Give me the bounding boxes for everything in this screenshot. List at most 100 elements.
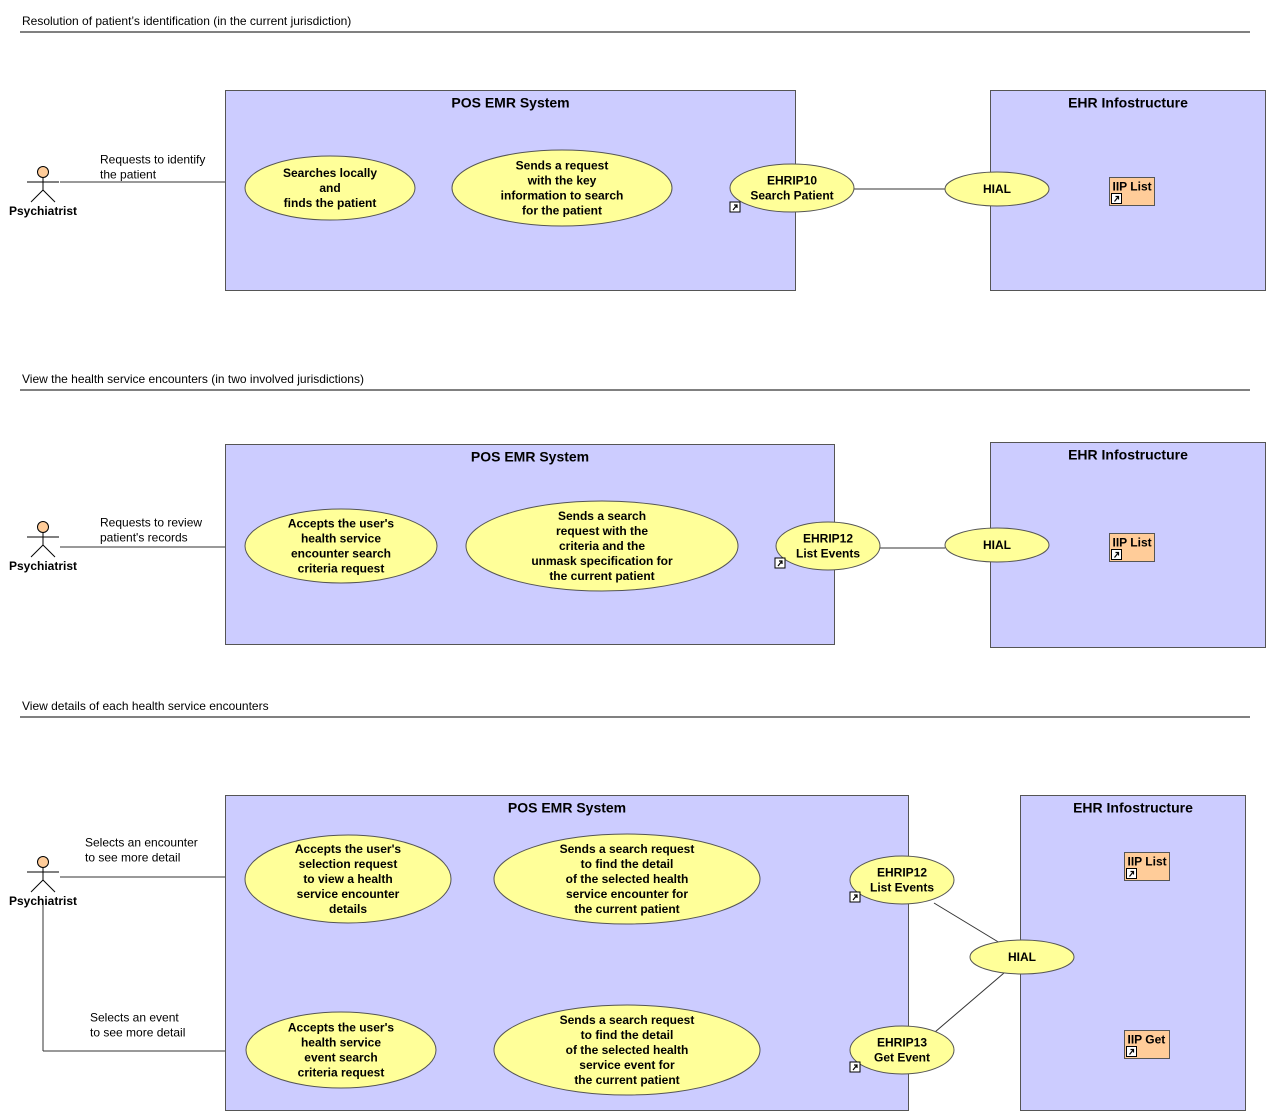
shortcut-arrow-icon [729, 201, 741, 213]
use-case-label: EHRIP12 [877, 866, 927, 880]
shortcut-arrow-icon [849, 891, 861, 903]
use-case-label: criteria request [298, 562, 385, 576]
use-case-label: health service [301, 532, 381, 546]
hial-node[interactable]: HIAL [944, 171, 1050, 207]
use-case-label: Search Patient [750, 189, 833, 203]
hial-node[interactable]: HIAL [944, 527, 1050, 563]
use-case-label: to find the detail [581, 1028, 674, 1042]
section-2-header: View the health service encounters (in t… [20, 372, 1250, 391]
iip-get-component[interactable]: IIP Get [1124, 1030, 1170, 1059]
actor-psychiatrist[interactable]: Psychiatrist [9, 856, 77, 909]
actor-psychiatrist[interactable]: Psychiatrist [9, 166, 77, 219]
iip-list-component[interactable]: IIP List [1109, 177, 1155, 206]
shortcut-arrow-icon [1111, 549, 1122, 560]
use-case-label: information to search [501, 189, 624, 203]
use-case-label: and [319, 181, 340, 195]
use-case-label: List Events [796, 547, 860, 561]
section-title: Resolution of patient’s identification (… [22, 14, 351, 28]
use-case-label: List Events [870, 881, 934, 895]
use-case-label: EHRIP10 [767, 174, 817, 188]
use-case-label: Searches locally [283, 166, 377, 180]
use-case-label: the current patient [549, 569, 654, 583]
use-case-label: HIAL [1008, 950, 1036, 964]
hial-node[interactable]: HIAL [969, 939, 1075, 975]
use-case-label: HIAL [983, 182, 1011, 196]
use-case-label: Sends a search request [560, 1013, 695, 1027]
system-title: EHR Infostructure [1068, 447, 1188, 463]
use-case-label: event search [304, 1051, 377, 1065]
use-case-label: HIAL [983, 538, 1011, 552]
use-case-label: encounter search [291, 547, 391, 561]
association-label: Requests to review [100, 516, 202, 530]
use-case-label: request with the [556, 524, 648, 538]
use-case-label: Sends a search [558, 509, 646, 523]
use-case-label: EHRIP12 [803, 532, 853, 546]
use-case-label: finds the patient [284, 196, 377, 210]
use-case-label: the current patient [574, 1073, 679, 1087]
use-case-label: health service [301, 1036, 381, 1050]
use-case-label: details [329, 902, 367, 916]
iip-list-component[interactable]: IIP List [1124, 852, 1170, 881]
association-label: to see more detail [90, 1026, 185, 1040]
use-case-label: Get Event [874, 1051, 930, 1065]
use-case-label: criteria and the [559, 539, 645, 553]
component-label: IIP List [1113, 536, 1152, 550]
association-label: to see more detail [85, 851, 180, 865]
use-case-label: with the key [527, 174, 597, 188]
association-label: patient's records [100, 531, 188, 545]
shortcut-arrow-icon [774, 557, 786, 569]
use-case-label: to view a health [303, 872, 392, 886]
section-title: View the health service encounters (in t… [22, 372, 364, 386]
use-case-label: to find the detail [581, 857, 674, 871]
component-label: IIP List [1113, 180, 1152, 194]
shortcut-arrow-icon [1126, 1046, 1137, 1057]
use-case-label: Accepts the user's [288, 517, 395, 531]
use-case-label: service encounter [297, 887, 400, 901]
system-title: EHR Infostructure [1073, 800, 1193, 816]
actor-icon [27, 856, 59, 893]
use-case-label: selection request [299, 857, 398, 871]
component-label: IIP List [1128, 855, 1167, 869]
use-case-label: of the selected health [566, 872, 689, 886]
actor-label: Psychiatrist [9, 204, 77, 218]
system-title: EHR Infostructure [1068, 95, 1188, 111]
iip-list-component[interactable]: IIP List [1109, 533, 1155, 562]
association-line [933, 902, 1001, 944]
association-label: Selects an event [90, 1011, 179, 1025]
use-case-label: criteria request [298, 1066, 385, 1080]
actor-psychiatrist[interactable]: Psychiatrist [9, 521, 77, 574]
use-case-label: the current patient [574, 902, 679, 916]
shortcut-arrow-icon [1111, 193, 1122, 204]
use-case-label: service encounter for [566, 887, 688, 901]
system-title: POS EMR System [508, 800, 626, 816]
use-case-label: Sends a request [516, 159, 609, 173]
section-title: View details of each health service enco… [22, 699, 269, 713]
use-case-label: unmask specification for [531, 554, 673, 568]
association-label: Selects an encounter [85, 836, 198, 850]
system-title: POS EMR System [471, 449, 589, 465]
system-title: POS EMR System [451, 95, 569, 111]
association-label: Requests to identify [100, 153, 205, 167]
use-case-label: EHRIP13 [877, 1036, 927, 1050]
actor-icon [27, 521, 59, 558]
section-3-header: View details of each health service enco… [20, 699, 1250, 718]
actor-icon [27, 166, 59, 203]
shortcut-arrow-icon [1126, 868, 1137, 879]
